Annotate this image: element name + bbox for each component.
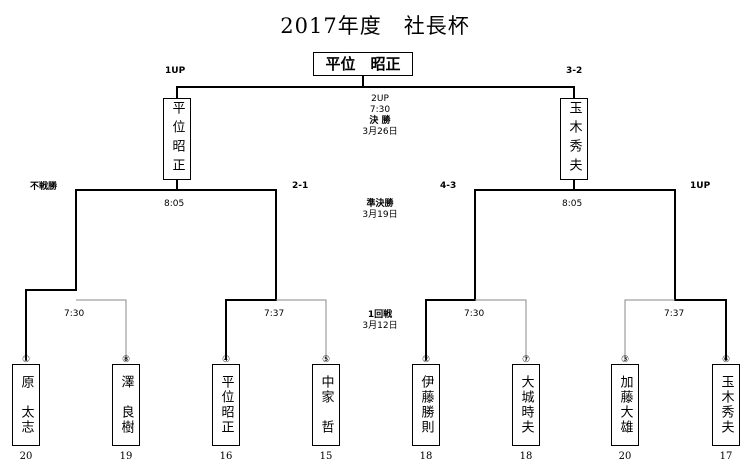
- r1-time-1: 7:30: [64, 309, 85, 319]
- semifinal-info: 準決勝 3月19日: [350, 199, 410, 221]
- player-seed: ⑧: [121, 355, 131, 365]
- final-round-label: 決 勝: [369, 116, 391, 126]
- semi-bracket-right-other: [425, 189, 574, 360]
- semi-result-3: 4-3: [440, 181, 457, 191]
- player-name: 加藤大雄: [611, 364, 639, 446]
- player-seed: ⑥: [721, 355, 731, 365]
- player-name: 平位昭正: [212, 364, 240, 446]
- player-seed: ③: [620, 355, 630, 365]
- r1-loser-line-4: [624, 299, 675, 360]
- player-seed: ②: [421, 355, 431, 365]
- player-score: 19: [119, 451, 133, 462]
- semi-bracket-left-other: [177, 189, 277, 360]
- page-title: 2017年度 社長杯: [280, 14, 470, 38]
- semi-result-1: 不戦勝: [30, 182, 58, 192]
- semifinal-date: 3月19日: [362, 210, 398, 220]
- final-time: 7:30: [369, 105, 391, 115]
- semi-result-4: 1UP: [690, 181, 711, 191]
- r1-loser-line-1: [76, 299, 127, 360]
- r1-time-2: 7:37: [264, 309, 285, 319]
- player-name: 伊藤勝則: [412, 364, 440, 446]
- player-score: 17: [719, 451, 733, 462]
- r1-time-4: 7:37: [664, 309, 685, 319]
- semi-bracket-left-winner: [25, 180, 178, 360]
- player-score: 15: [319, 451, 333, 462]
- player-seed: ⑦: [521, 355, 531, 365]
- semifinal-time-left: 8:05: [164, 199, 185, 209]
- player-seed: ①: [21, 355, 31, 365]
- final-bracket-right: [363, 86, 575, 98]
- first-round-date: 3月12日: [362, 321, 398, 331]
- r1-loser-line-2: [276, 299, 327, 360]
- r1-time-3: 7:30: [464, 309, 485, 319]
- player-score: 20: [618, 451, 632, 462]
- semifinal-round-label: 準決勝: [366, 199, 394, 209]
- champion-box: 平位 昭正: [313, 52, 413, 76]
- semifinal-time-right: 8:05: [562, 199, 583, 209]
- player-score: 20: [19, 451, 33, 462]
- final-result-right: 3-2: [566, 66, 583, 76]
- r1-loser-line-3: [475, 299, 527, 360]
- first-round-label: 1回戦: [367, 310, 393, 320]
- final-margin: 2UP: [371, 94, 389, 104]
- player-score: 16: [219, 451, 233, 462]
- semi-bracket-right-winner: [573, 180, 727, 360]
- player-name: 原 太志: [12, 364, 40, 446]
- semi-result-2: 2-1: [292, 181, 309, 191]
- player-score: 18: [419, 451, 433, 462]
- finalist-left: 平位昭正: [163, 98, 191, 180]
- final-bracket-left: [176, 76, 364, 98]
- final-info: 2UP 7:30 決 勝 3月26日: [350, 94, 410, 138]
- final-date: 3月26日: [362, 127, 398, 137]
- player-name: 中家 哲: [312, 364, 340, 446]
- player-score: 18: [519, 451, 533, 462]
- first-round-info: 1回戦 3月12日: [350, 310, 410, 332]
- final-result-left: 1UP: [165, 66, 186, 76]
- player-seed: ④: [221, 355, 231, 365]
- player-name: 澤 良樹: [112, 364, 140, 446]
- player-name: 大城時夫: [512, 364, 540, 446]
- player-seed: ⑤: [321, 355, 331, 365]
- player-name: 玉木秀夫: [712, 364, 740, 446]
- finalist-right: 玉木秀夫: [560, 98, 588, 180]
